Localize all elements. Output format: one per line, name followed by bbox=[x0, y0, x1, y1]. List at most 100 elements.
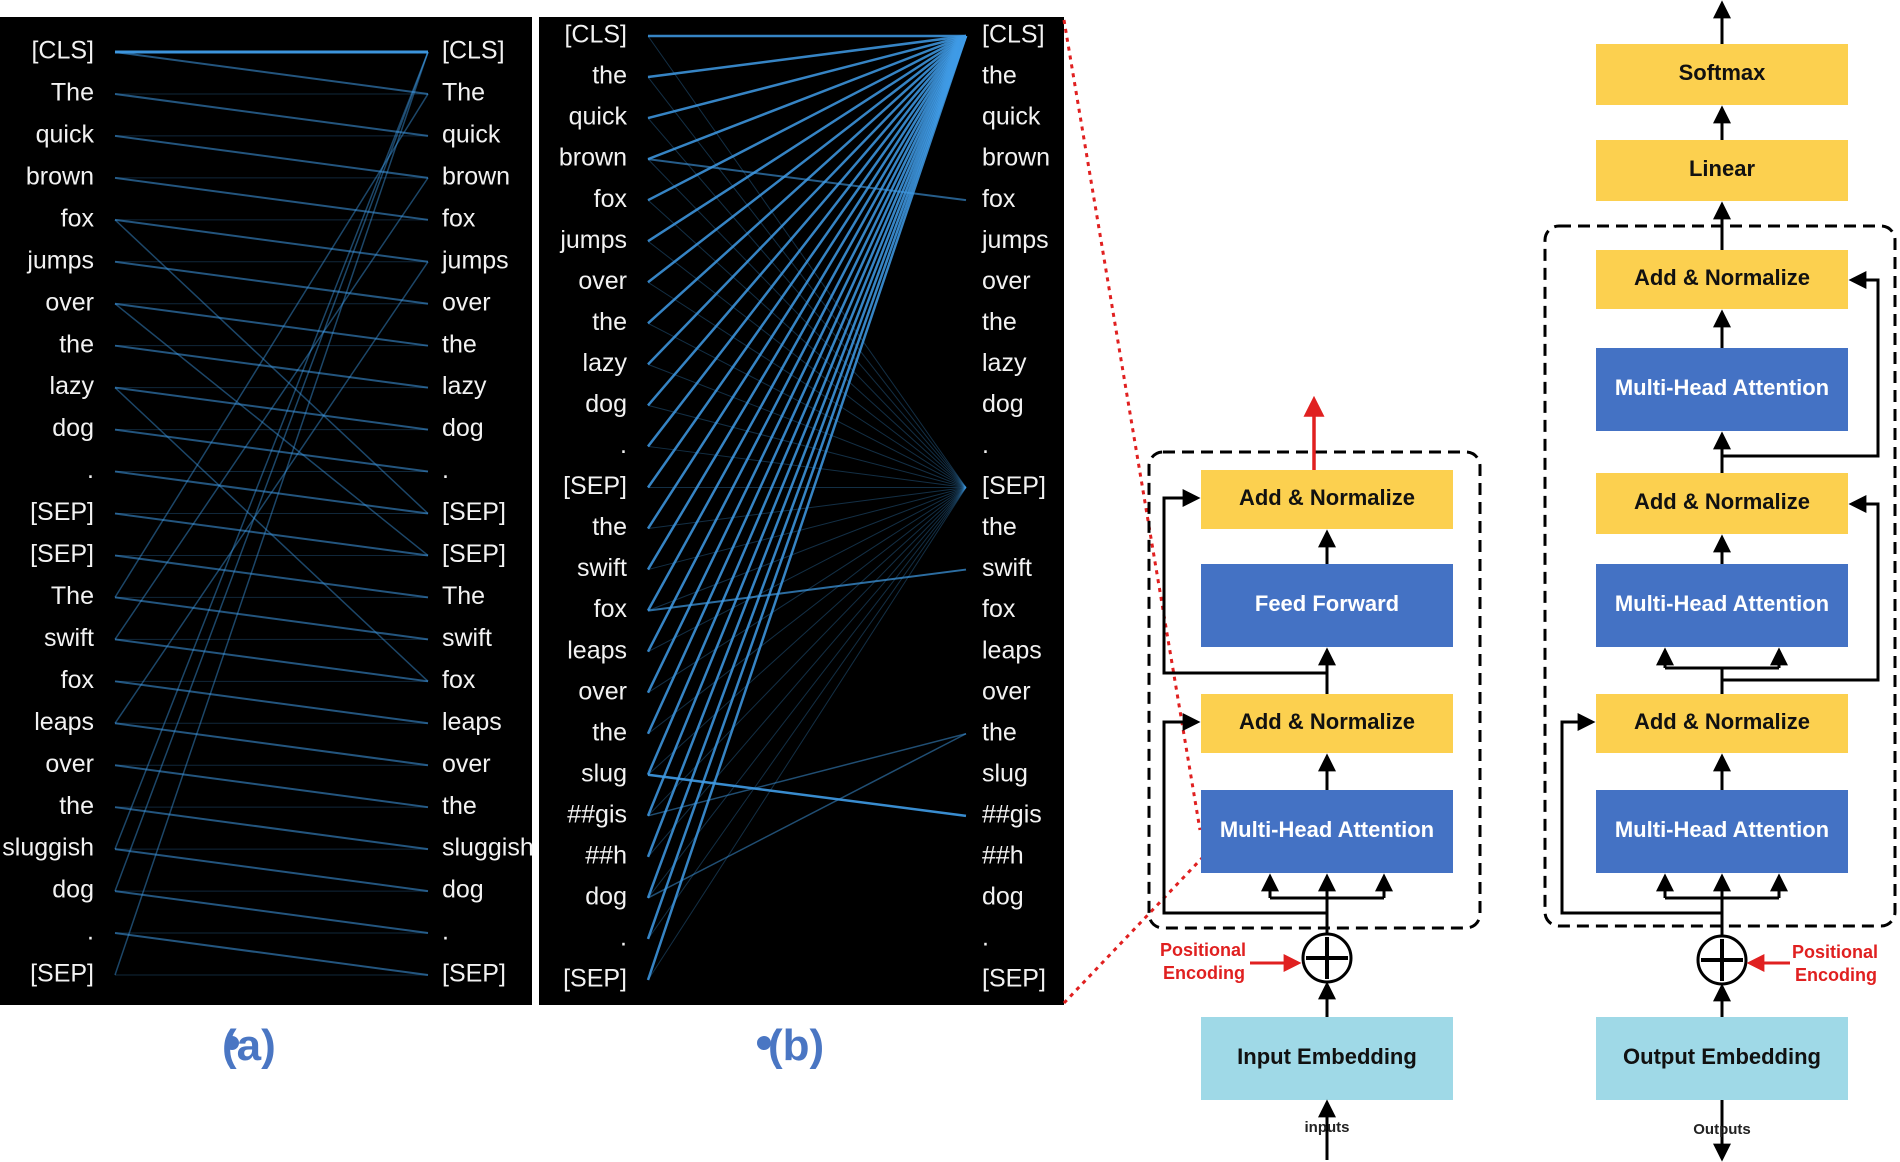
panel_a-attention-line-30 bbox=[114, 680, 429, 725]
dec-residual-mid bbox=[1722, 495, 1880, 682]
panel_a-attention-line-42 bbox=[114, 932, 429, 976]
panel_a-attention-line-54 bbox=[114, 387, 429, 682]
encoder-add-normalize-top bbox=[1201, 470, 1453, 529]
panel_b-left-token-23-sep: [SEP] bbox=[563, 965, 627, 993]
panel_b-attention-line-44 bbox=[647, 487, 967, 858]
panel-a: [CLS]Thequickbrownfoxjumpsoverthelazydog… bbox=[0, 17, 534, 1005]
panel_b-attention-line-17 bbox=[646, 35, 968, 735]
panel_b-left-token-18-slug: slug bbox=[581, 759, 627, 787]
panel_b-left-token-9-dog: dog bbox=[585, 390, 627, 418]
panel_b-left-token-0-cls: [CLS] bbox=[564, 21, 627, 49]
panel_b-attention-line-25 bbox=[647, 76, 967, 488]
panel_a-attention-line-8 bbox=[114, 218, 429, 263]
panel_a-attention-line-10 bbox=[114, 260, 429, 305]
panel_a-attention-line-49 bbox=[114, 93, 429, 598]
decoder-attention-bottom-label: Multi-Head Attention bbox=[1615, 817, 1829, 842]
panel_b-right-token-12-the: the bbox=[982, 513, 1017, 541]
panel_a-left-token-2-quick: quick bbox=[36, 121, 95, 149]
encoder-add-normalize-bottom bbox=[1201, 694, 1453, 753]
decoder-softmax bbox=[1596, 44, 1848, 105]
decoder-add-normalize-bottom bbox=[1596, 694, 1848, 753]
encoder-add-normalize-top-label: Add & Normalize bbox=[1239, 485, 1415, 510]
panel_a-left-token-18-the: the bbox=[59, 792, 94, 820]
decoder-dashed-frame bbox=[1543, 224, 1897, 928]
panel_b-attention-line-37 bbox=[647, 486, 967, 571]
panel_a-left-token-22-sep: [SEP] bbox=[30, 960, 94, 988]
panel_b-attention-line-9 bbox=[647, 35, 967, 407]
panel_a-attention-line-47 bbox=[114, 51, 429, 850]
encoder-positional-line2: Encoding bbox=[1163, 963, 1245, 983]
encoder-feed-forward bbox=[1201, 564, 1453, 647]
panel_a-attention-line-51 bbox=[114, 261, 429, 724]
panel_b-attention-line-52 bbox=[647, 733, 967, 817]
panel_b-left-token-14-fox: fox bbox=[594, 595, 628, 623]
panel_a-right-token-14-swift: swift bbox=[442, 624, 492, 652]
encoder: Add & Normalize Feed Forward Add & Norma… bbox=[1147, 450, 1482, 1160]
panel_b-attention-line-8 bbox=[647, 35, 967, 366]
panel-b: [CLS]thequickbrownfoxjumpsoverthelazydog… bbox=[539, 17, 1064, 1005]
decoder-linear-label: Linear bbox=[1689, 156, 1755, 181]
panel_a-attention-line-16 bbox=[114, 386, 429, 431]
panel_b-attention-line-21 bbox=[646, 35, 968, 899]
encoder-plus-icon bbox=[1301, 932, 1353, 984]
panel_a-left-token-9-dog: dog bbox=[52, 414, 94, 442]
panel_a-attention-line-0 bbox=[114, 51, 429, 95]
panel_a-left-token-10-punct: . bbox=[87, 456, 94, 484]
panel_a-attention-line-32 bbox=[114, 722, 429, 767]
panel_b-attention-line-51 bbox=[647, 733, 967, 899]
panel_a-left-token-15-fox: fox bbox=[61, 666, 95, 694]
panel_b-attention-line-43 bbox=[647, 487, 967, 817]
panel_a-right-token-12-sep: [SEP] bbox=[442, 540, 506, 568]
panel_a-left-token-21-punct: . bbox=[87, 918, 94, 946]
decoder-softmax-label: Softmax bbox=[1679, 60, 1767, 85]
panel_b-left-token-22-punct: . bbox=[620, 924, 627, 952]
decoder-add-normalize-mid bbox=[1596, 473, 1848, 534]
panel_a-attention-line-20 bbox=[114, 470, 429, 515]
panel_b-left-token-4-fox: fox bbox=[594, 185, 628, 213]
decoder-attention-mid bbox=[1596, 564, 1848, 647]
panel_b-attention-line-24 bbox=[647, 35, 967, 488]
panel_b-attention-line-13 bbox=[646, 35, 968, 571]
panel-b-bullet bbox=[757, 1036, 771, 1050]
panel_a-left-token-20-dog: dog bbox=[52, 876, 94, 904]
panel_b-attention-line-39 bbox=[647, 487, 967, 653]
panel_a-attention-line-38 bbox=[114, 848, 429, 893]
panel_a-right-token-20-dog: dog bbox=[442, 876, 484, 904]
panel_a-left-token-0-cls: [CLS] bbox=[31, 37, 94, 65]
panel_b-right-token-1-the: the bbox=[982, 62, 1017, 90]
panel_b-right-token-23-sep: [SEP] bbox=[982, 965, 1046, 993]
panel-b-attention-lines bbox=[646, 34, 968, 981]
panel_b-left-token-7-the: the bbox=[592, 308, 627, 336]
panel_b-left-token-8-lazy: lazy bbox=[583, 349, 628, 377]
panel_b-left-token-12-the: the bbox=[592, 513, 627, 541]
encoder-input-label: inputs bbox=[1305, 1119, 1350, 1136]
decoder-attention-top-label: Multi-Head Attention bbox=[1615, 375, 1829, 400]
panel_b-attention-line-12 bbox=[646, 35, 968, 530]
panel_b-left-token-1-the: the bbox=[592, 62, 627, 90]
panel_b-right-token-16-over: over bbox=[982, 677, 1031, 705]
panel_b-right-token-4-fox: fox bbox=[982, 185, 1016, 213]
panel_b-left-token-19-gis: ##gis bbox=[567, 800, 627, 828]
encoder-input-embedding bbox=[1201, 1017, 1453, 1100]
panel_b-attention-line-14 bbox=[646, 35, 968, 612]
panel_a-right-token-22-sep: [SEP] bbox=[442, 960, 506, 988]
panel_b-attention-line-41 bbox=[647, 487, 967, 735]
panel_b-right-token-14-fox: fox bbox=[982, 595, 1016, 623]
panel_b-left-token-2-quick: quick bbox=[569, 103, 628, 131]
panel_a-right-token-21-punct: . bbox=[442, 918, 449, 946]
decoder: Softmax Linear Add & Normalize Multi-Hea… bbox=[1543, 0, 1897, 1162]
panel_a-left-token-12-sep: [SEP] bbox=[30, 540, 94, 568]
panel_b-attention-line-46 bbox=[647, 487, 967, 940]
panel_b-left-token-6-over: over bbox=[578, 267, 627, 295]
panel_b-right-token-17-the: the bbox=[982, 718, 1017, 746]
panel_a-attention-line-2 bbox=[114, 92, 429, 137]
panel_a-left-token-7-the: the bbox=[59, 330, 94, 358]
panel_b-attention-line-28 bbox=[647, 199, 967, 488]
panel_b-attention-line-50 bbox=[647, 158, 967, 202]
encoder-feed-forward-label: Feed Forward bbox=[1255, 591, 1399, 616]
panel-a-left-tokens: [CLS]Thequickbrownfoxjumpsoverthelazydog… bbox=[2, 37, 94, 988]
zoom-line-bottom bbox=[1062, 855, 1205, 1005]
panel_b-left-token-5-jumps: jumps bbox=[559, 226, 627, 254]
panel-a-background bbox=[0, 17, 532, 1005]
